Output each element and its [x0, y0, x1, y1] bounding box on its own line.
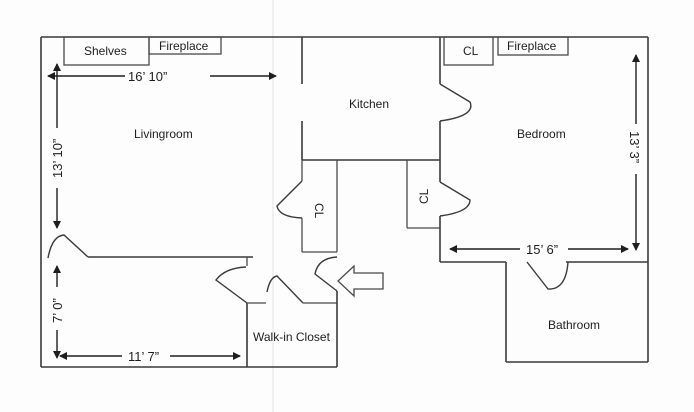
door-bedroom-closet — [439, 181, 471, 217]
closet-hall-left — [276, 160, 338, 253]
fireplace-living-box — [148, 36, 222, 55]
dim-living-width: 16’ 10” — [128, 69, 167, 84]
label-bedroom: Bedroom — [517, 127, 566, 141]
label-fireplace-bedroom: Fireplace — [507, 39, 557, 53]
door-walk-in-closet — [266, 275, 304, 304]
door-entry — [314, 256, 338, 292]
label-livingroom: Livingroom — [134, 127, 193, 141]
kitchen-walls — [301, 37, 441, 161]
closet-hall-right — [406, 160, 440, 229]
door-living-lower — [47, 234, 89, 259]
door-bathroom — [526, 261, 569, 290]
entrance-arrow-icon — [337, 264, 384, 298]
dim-living-height: 13’ 10” — [50, 139, 65, 178]
label-walk-in-closet: Walk-in Closet — [253, 330, 331, 344]
dim-lower-width: 11’ 7” — [128, 349, 159, 364]
label-fireplace-living: Fireplace — [159, 39, 209, 53]
closet-bedroom-box — [443, 36, 494, 66]
bathroom-walls — [505, 261, 649, 363]
dim-bedroom-width: 15’ 6” — [526, 242, 558, 257]
label-closet-hall-right: CL — [417, 188, 431, 204]
walk-in-closet-walls — [215, 266, 338, 368]
door-kitchen-bedroom — [439, 83, 472, 122]
door-lower-room — [215, 266, 248, 304]
door-hall-closet — [276, 180, 303, 219]
label-closet-bedroom: CL — [463, 44, 479, 58]
fireplace-bedroom-box — [497, 36, 569, 56]
bedroom-walls — [439, 160, 648, 263]
dim-lower-height: 7’ 0” — [50, 298, 65, 323]
label-shelves: Shelves — [84, 44, 127, 58]
dim-bedroom-height: 13’ 3” — [627, 131, 642, 163]
label-bathroom: Bathroom — [548, 318, 600, 332]
label-closet-hall-left: CL — [312, 203, 326, 219]
label-kitchen: Kitchen — [349, 97, 389, 111]
